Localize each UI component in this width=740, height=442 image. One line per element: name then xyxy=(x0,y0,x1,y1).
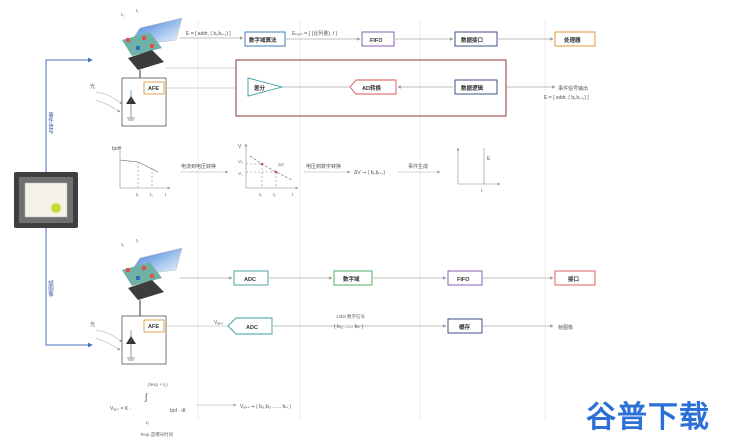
adc-box-bottom xyxy=(227,317,273,335)
event-output-label: 事件信号输出 xyxy=(558,85,588,92)
digital-domain-label: 数字域 xyxy=(343,275,360,283)
fifo-box-top xyxy=(361,31,395,47)
bottom-t1-label: t₁ xyxy=(136,238,139,243)
interface-box xyxy=(554,270,596,286)
plot2-t1: t₁ xyxy=(273,192,276,197)
formula-upper: (texp + t₀) xyxy=(148,382,168,387)
formula-lower: t₀ xyxy=(146,420,149,425)
bits-label: 12bit 数字信号 xyxy=(336,313,366,320)
diff-label: 差分 xyxy=(254,84,266,92)
e-axis-label: E xyxy=(487,156,491,162)
data-logic-box xyxy=(454,79,498,95)
top-flow: E = [ addr, ( bᵢ,bᵢ₊₁) ] 数字域算法 Eₚₐₜₕ = {… xyxy=(180,30,596,47)
bottom-pixel-graphic: t₀ t₁ xyxy=(121,238,183,316)
fifo-box-bottom xyxy=(447,270,483,286)
integral-icon: ∫ xyxy=(144,392,149,402)
epath-formula: Eₚₐₜₕ = { (比列量), t } xyxy=(292,30,337,37)
processor-label: 处理器 xyxy=(563,36,581,44)
plot1-t1: t₁ xyxy=(150,192,153,197)
top-t0-label: t₀ xyxy=(121,12,124,17)
plot2-t: t xyxy=(292,192,294,197)
data-interface-label: 数据接口 xyxy=(461,36,483,44)
event-signal-vertical-label: 事件信号 xyxy=(47,111,54,136)
adc-label-top: ADC xyxy=(244,277,256,283)
plot-current xyxy=(118,145,171,190)
bottom-afe-block: AFE xyxy=(121,315,167,365)
interface-label: 接口 xyxy=(568,275,579,283)
adc-label-bottom: ADC xyxy=(246,325,258,331)
formula-integrand: Ipd · dt xyxy=(170,408,186,414)
fifo-label-bottom: FIFO xyxy=(457,277,470,283)
digital-algorithm-label: 数字域算法 xyxy=(249,36,277,44)
bottom-light-label: 光 xyxy=(90,321,95,328)
digital-algorithm-box xyxy=(244,31,286,47)
top-light-label: 光 xyxy=(90,83,95,90)
plot1-t0: t₀ xyxy=(136,192,139,197)
chip-dot-icon xyxy=(51,203,61,213)
plot-voltage xyxy=(244,143,299,190)
processing-frame: 差分 AD转换 数据逻辑 xyxy=(235,59,507,117)
bits-formula: ( bᵢ₁, ...... bᵢₙ ) xyxy=(334,324,364,330)
adc-box-top xyxy=(233,270,269,286)
current-to-voltage-label: 电流到电压转换 xyxy=(181,163,216,170)
delta-v-label: ΔV xyxy=(278,162,284,167)
bottom-afe-label: AFE xyxy=(148,324,159,330)
v1-label: V₁ xyxy=(238,171,243,176)
bottom-t0-label: t₀ xyxy=(121,242,124,247)
bottom-flow-2: Vₐₚₛ ADC 12bit 数字信号 ( bᵢ₁, ...... bᵢₙ ) … xyxy=(166,313,573,335)
watermark-logo: 谷普下载 xyxy=(586,400,710,435)
cache-box xyxy=(447,318,483,334)
frame-image-vertical-label: 帧图像 xyxy=(47,279,54,297)
plot3-t: t xyxy=(481,188,483,193)
formula-right: Vₐₚₛ ⇒ ( bᵢ₁,bᵢ₂ ...... bᵢₙ ) xyxy=(240,404,291,410)
chip-label: ALPIX xyxy=(55,217,67,222)
exposure-note: Texp 是曝光时间 xyxy=(140,431,174,438)
event-formula: E = [ addr, ( bᵢ,bᵢ₊₁) ] xyxy=(186,31,231,37)
cache-label: 缓存 xyxy=(459,323,471,331)
event-gen-label: 事件生成 xyxy=(408,163,428,170)
sensor-bracket xyxy=(45,57,93,348)
top-t1-label: t₁ xyxy=(136,8,139,13)
top-pixel-graphic: t₀ t₁ xyxy=(121,8,183,78)
top-afe-block: AFE xyxy=(121,77,167,127)
v-axis-label: V xyxy=(238,144,242,150)
ad-convert-box xyxy=(349,79,397,95)
vaps-label: Vₐₚₛ xyxy=(214,320,223,326)
plot1-t: t xyxy=(165,192,167,197)
vaps-formula: Vₐₚₛ = K · ∫ (texp + t₀) t₀ Ipd · dt Tex… xyxy=(110,382,291,438)
digital-domain-box xyxy=(333,270,373,286)
v0-label: V₀ xyxy=(238,159,243,164)
diff-amp-icon xyxy=(247,77,284,97)
data-interface-box xyxy=(454,31,498,47)
data-logic-label: 数据逻辑 xyxy=(461,84,484,92)
frame-image-label: 帧图像 xyxy=(558,324,573,331)
dv-formula: ΔV ⇒ ( bᵢ,bᵢ₊₁) xyxy=(354,170,386,176)
formula-left: Vₐₚₛ = K · xyxy=(110,406,132,412)
processor-box xyxy=(554,31,596,47)
sensor-chip: ALPIX xyxy=(14,172,78,228)
voltage-to-digital-label: 电压到数字转换 xyxy=(306,163,341,170)
fifo-label-top: FIFO xyxy=(370,38,383,44)
top-afe-label: AFE xyxy=(148,86,159,92)
bottom-flow-1: ADC 数字域 FIFO 接口 xyxy=(180,270,596,286)
event-output-formula: E = [ addr, ( bᵢ,bᵢ₊₁) ] xyxy=(544,95,589,101)
plot-event xyxy=(456,147,501,186)
ipd-axis-label: Ipd xyxy=(112,146,119,152)
plot2-t0: t₀ xyxy=(259,192,262,197)
ad-convert-label: AD转换 xyxy=(362,84,381,92)
